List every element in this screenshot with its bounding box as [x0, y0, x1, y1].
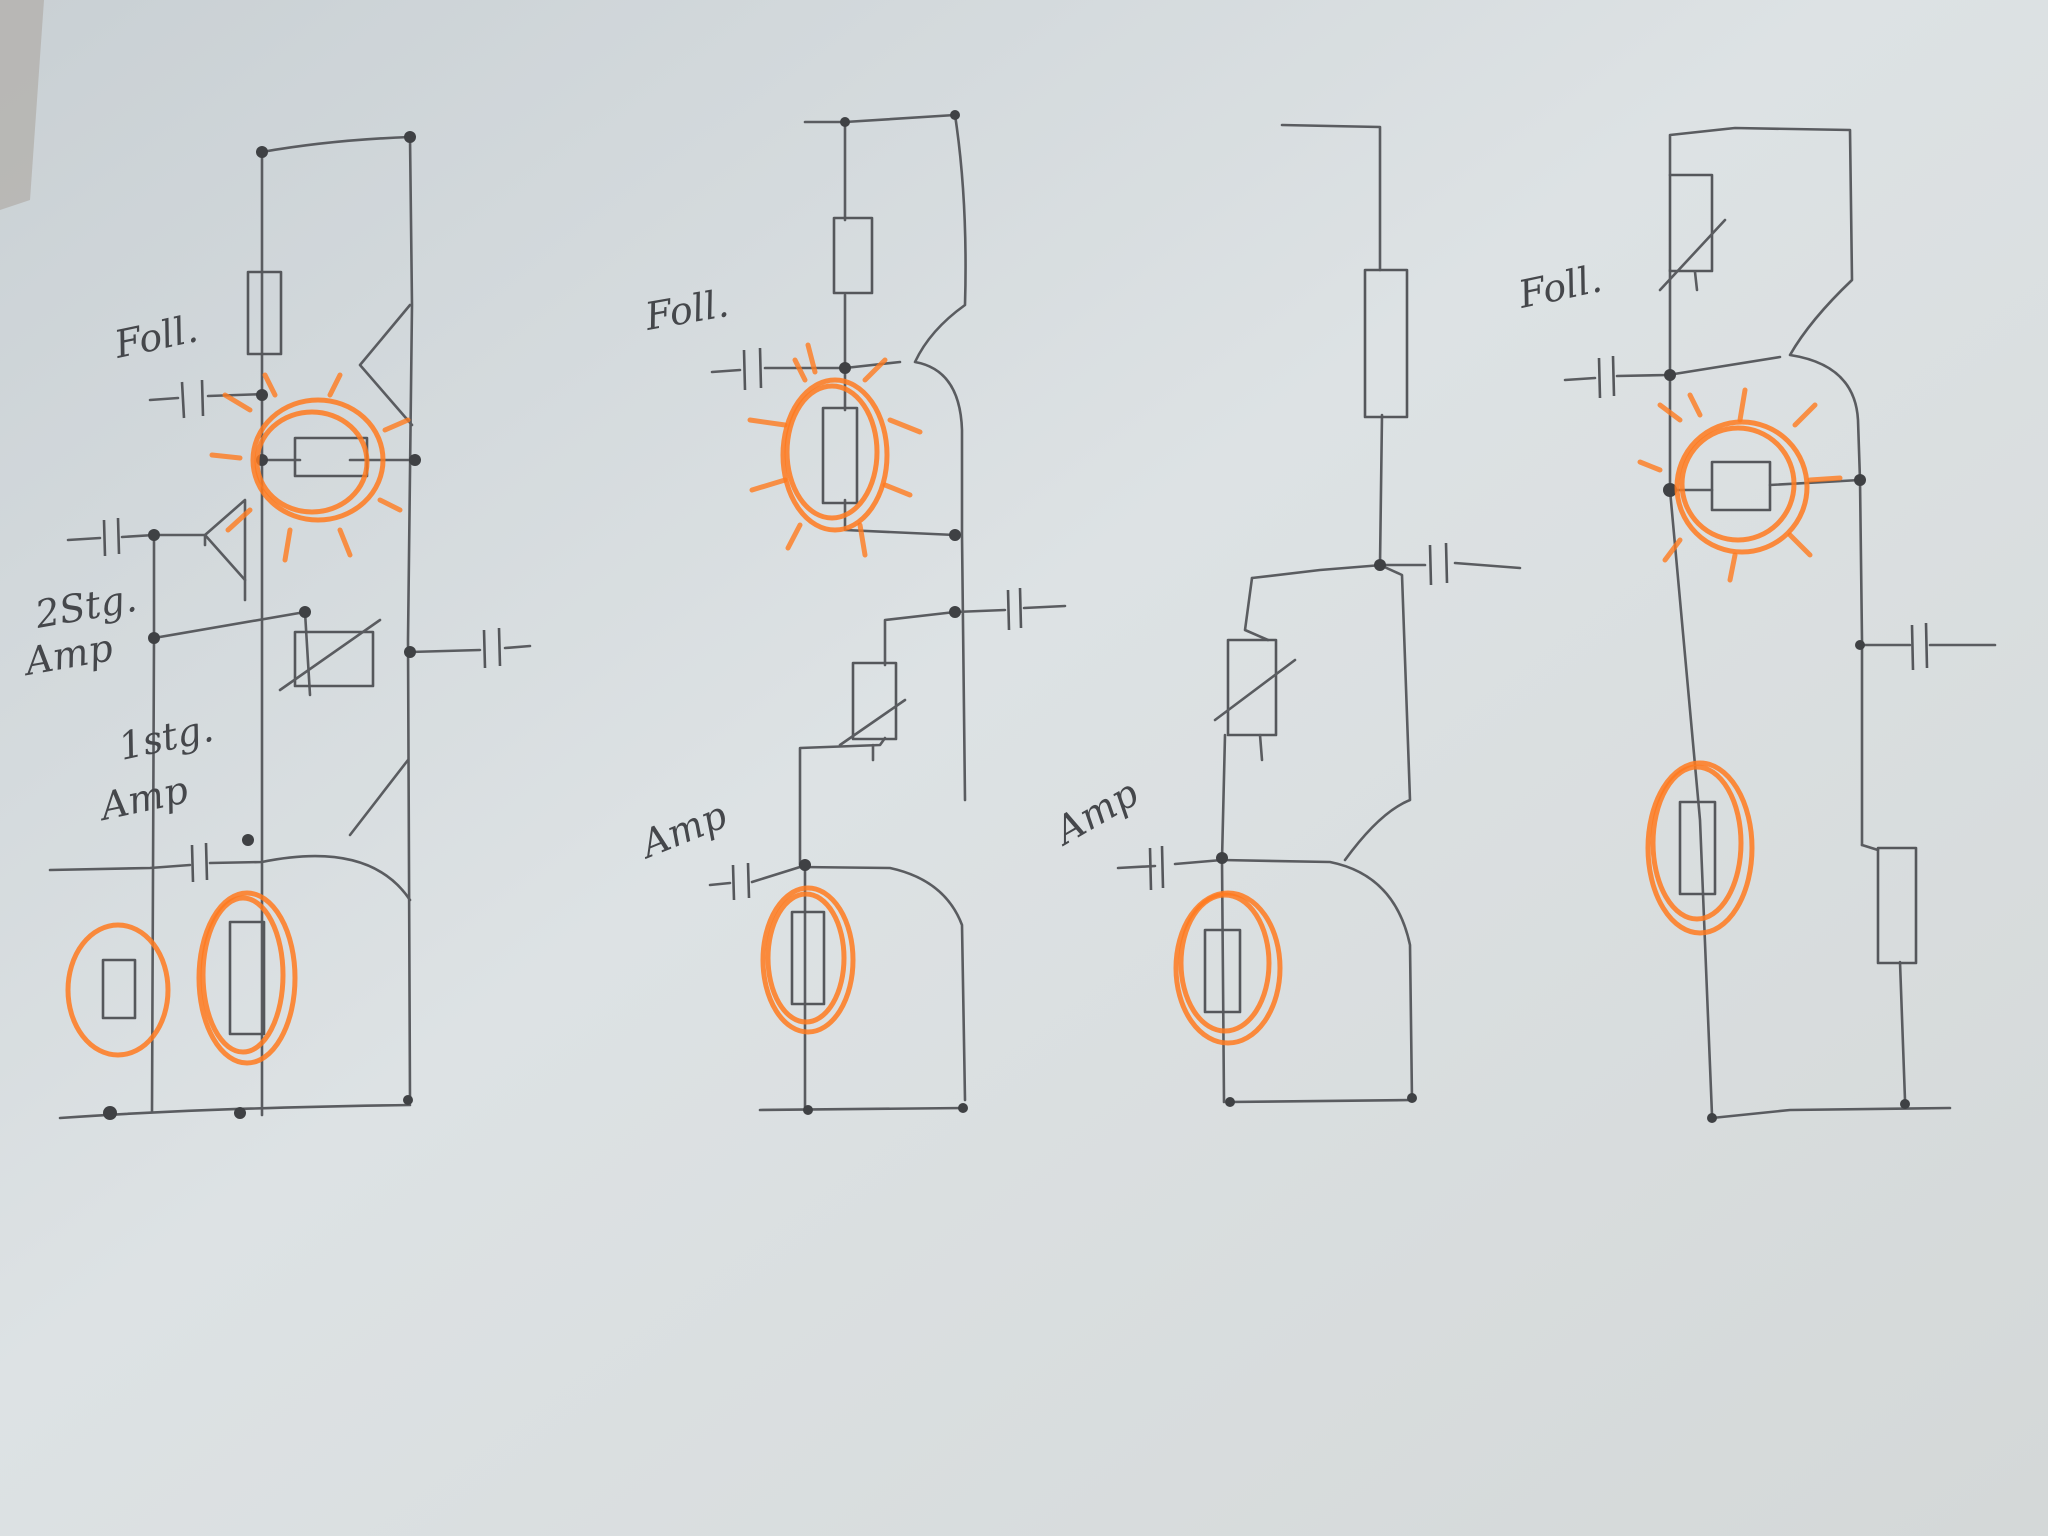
- highlight-circle: [784, 383, 880, 521]
- highlight-circle: [1679, 425, 1797, 543]
- potentiometer-arrow: [278, 618, 382, 692]
- resistor: [790, 910, 826, 1006]
- capacitor: [102, 517, 121, 557]
- resistor: [1876, 846, 1918, 965]
- resistor: [246, 270, 283, 356]
- capacitor: [1148, 845, 1165, 891]
- resistor: [821, 406, 859, 505]
- highlight-circle: [1645, 760, 1755, 936]
- resistor: [1203, 928, 1242, 1014]
- circuit-1: Foll. 2Stg. Amp 1stg. Amp: [19, 131, 532, 1120]
- highlight-circle: [1650, 764, 1744, 922]
- paper-edge: [0, 0, 44, 210]
- capacitor: [482, 627, 502, 669]
- highlight-circle: [196, 890, 298, 1066]
- potentiometer: [1668, 173, 1714, 273]
- resistor: [832, 216, 874, 295]
- resistor: [1678, 800, 1717, 896]
- potentiometer-arrow: [1213, 658, 1297, 762]
- resistor: [101, 958, 137, 1020]
- capacitor: [742, 347, 763, 391]
- capacitor: [1910, 622, 1929, 671]
- highlight-circle: [250, 397, 386, 523]
- highlight-circle: [1674, 419, 1810, 555]
- potentiometer: [293, 630, 375, 688]
- resistor: [228, 920, 266, 1036]
- highlight-circle: [760, 885, 856, 1035]
- capacitor: [1006, 587, 1023, 631]
- resistor: [1710, 460, 1772, 512]
- capacitor: [190, 842, 209, 883]
- potentiometer: [1226, 638, 1278, 737]
- potentiometer: [851, 661, 898, 741]
- highlight-circle: [200, 895, 286, 1055]
- capacitor: [1428, 542, 1449, 586]
- highlight-circle: [780, 377, 890, 533]
- highlight-circle: [65, 922, 171, 1058]
- capacitor: [1597, 355, 1616, 399]
- potentiometer-arrow: [838, 698, 907, 762]
- highlight-circle: [765, 891, 847, 1025]
- highlight-circle: [1178, 892, 1272, 1034]
- resistor: [1363, 268, 1409, 419]
- highlight-circle: [254, 409, 370, 515]
- capacitor: [731, 862, 751, 901]
- capacitor: [180, 379, 205, 419]
- potentiometer-arrow: [1658, 218, 1727, 292]
